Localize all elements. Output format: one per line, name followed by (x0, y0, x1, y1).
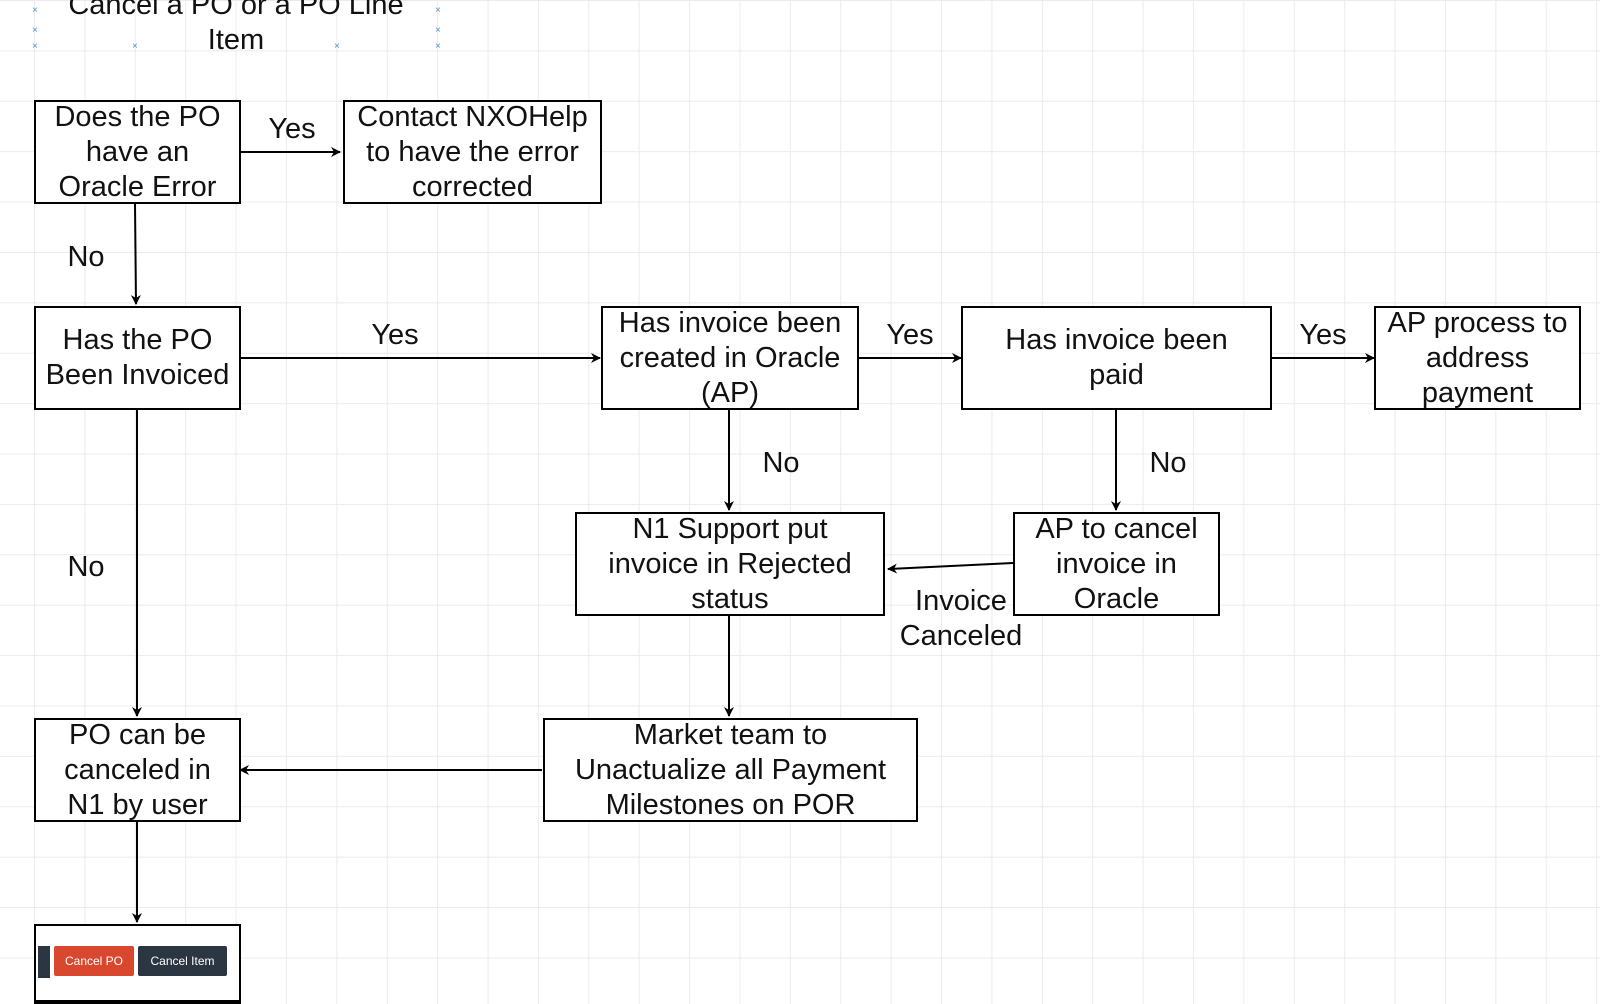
node-contact-nxohelp[interactable]: Contact NXOHelp to have the error correc… (343, 100, 602, 204)
selection-handle-icon[interactable]: × (32, 41, 38, 52)
selection-handle-icon[interactable]: × (334, 41, 340, 52)
selection-handle-icon[interactable]: × (435, 41, 441, 52)
node-oracle-error[interactable]: Does the PO have an Oracle Error (34, 100, 241, 204)
toolbar-edge (38, 946, 50, 978)
node-has-po-been-invoiced[interactable]: Has the PO Been Invoiced (34, 306, 241, 410)
cancel-po-button[interactable]: Cancel PO (54, 946, 134, 976)
selection-handle-icon[interactable]: × (32, 5, 38, 16)
node-market-team-unactualize[interactable]: Market team to Unactualize all Payment M… (543, 718, 918, 822)
diagram-title[interactable]: Cancel a PO or a PO Line Item (68, 0, 404, 56)
edge-label-invoice-canceled: Invoice Canceled (899, 585, 1023, 652)
node-ap-process-payment[interactable]: AP process to address payment (1374, 306, 1581, 410)
selection-handle-icon[interactable]: × (435, 5, 441, 16)
node-ap-cancel-invoice[interactable]: AP to cancel invoice in Oracle (1013, 512, 1220, 616)
edge-label-no: No (762, 447, 800, 479)
edge-oracle-to-invoiced (130, 203, 141, 305)
node-rejected-status[interactable]: N1 Support put invoice in Rejected statu… (575, 512, 885, 616)
edge-ap-cancel-to-rejected (887, 562, 1014, 574)
cancel-item-button[interactable]: Cancel Item (138, 946, 227, 976)
node-po-can-be-canceled[interactable]: PO can be canceled in N1 by user (34, 718, 241, 822)
selection-handle-icon[interactable]: × (32, 25, 38, 36)
edge-label-yes: Yes (371, 319, 419, 351)
edge-label-yes: Yes (886, 319, 934, 351)
edge-label-yes: Yes (1299, 319, 1347, 351)
selection-handle-icon[interactable]: × (435, 25, 441, 36)
edge-label-no: No (67, 241, 105, 273)
edge-label-no: No (1149, 447, 1187, 479)
screenshot-bottom-edge (36, 1000, 239, 1004)
edge-label-yes: Yes (268, 113, 316, 145)
selection-handle-icon[interactable]: × (132, 41, 138, 52)
edge-label-no: No (67, 551, 105, 583)
node-invoice-created-in-oracle[interactable]: Has invoice been created in Oracle (AP) (601, 306, 859, 410)
node-invoice-paid[interactable]: Has invoice been paid (961, 306, 1272, 410)
